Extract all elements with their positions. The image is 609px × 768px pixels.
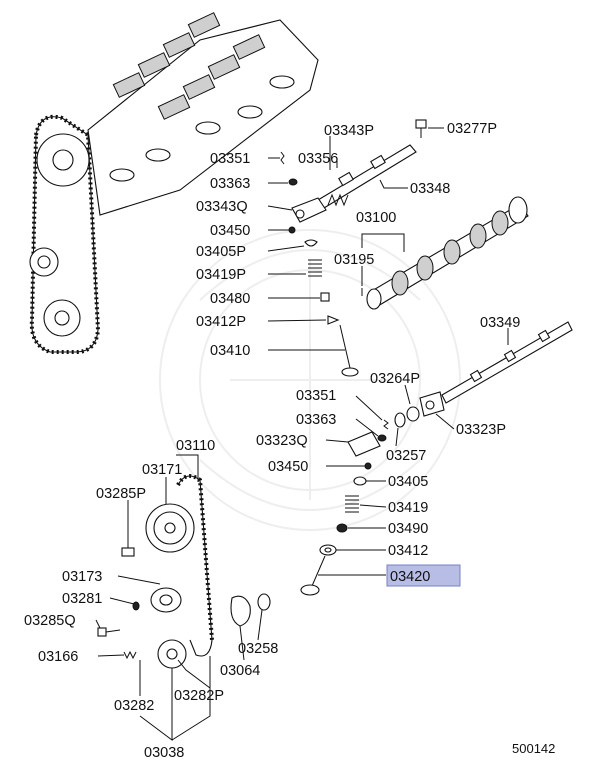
label-03419P: 03419P	[196, 267, 246, 283]
label-03410: 03410	[210, 343, 250, 359]
label-03171: 03171	[142, 462, 182, 478]
label-03343Q: 03343Q	[196, 199, 248, 215]
watermark-emblem	[159, 229, 461, 531]
label-03323P: 03323P	[456, 422, 506, 438]
label-03277P: 03277P	[447, 121, 497, 137]
label-03490: 03490	[388, 521, 428, 537]
label-03480: 03480	[210, 291, 250, 307]
label-03100: 03100	[356, 210, 396, 226]
label-03195: 03195	[334, 252, 374, 268]
label-03351-upper: 03351	[210, 151, 250, 167]
rocker-shaft-lower	[347, 321, 573, 470]
valve-parts-upper	[280, 151, 359, 377]
label-03343P: 03343P	[324, 123, 374, 139]
camshaft	[361, 196, 529, 310]
label-03450-lower: 03450	[268, 459, 308, 475]
label-03285P: 03285P	[96, 486, 146, 502]
label-03351-lower: 03351	[296, 388, 336, 404]
label-03282: 03282	[114, 698, 154, 714]
label-03363-upper: 03363	[210, 176, 250, 192]
cylinder-head-assembly	[29, 12, 319, 354]
part-labels: 03343P 03277P 03351 03356 03363 03348 03…	[24, 121, 555, 761]
label-03282P: 03282P	[174, 688, 224, 704]
leader-lines	[95, 127, 509, 741]
head-rocker-rows	[109, 12, 295, 182]
label-03110: 03110	[176, 438, 215, 454]
label-03356: 03356	[298, 151, 338, 167]
label-03348: 03348	[410, 181, 450, 197]
label-03258: 03258	[238, 641, 278, 657]
label-03412P: 03412P	[196, 314, 246, 330]
label-03064: 03064	[220, 663, 260, 679]
label-03323Q: 03323Q	[256, 433, 308, 449]
label-03450-upper: 03450	[210, 223, 250, 239]
label-03038: 03038	[144, 745, 184, 761]
timing-belt-assembly	[97, 474, 271, 669]
rocker-shaft-upper	[291, 119, 427, 223]
label-03281: 03281	[62, 591, 102, 607]
label-03420: 03420	[390, 569, 430, 585]
valve-parts-lower	[300, 476, 367, 596]
label-03349: 03349	[480, 315, 520, 331]
label-03285Q: 03285Q	[24, 613, 76, 629]
label-03412: 03412	[388, 543, 428, 559]
label-03363-lower: 03363	[296, 412, 336, 428]
label-03405: 03405	[388, 474, 428, 490]
label-03405P: 03405P	[196, 244, 246, 260]
label-03173: 03173	[62, 569, 102, 585]
highlight-box	[386, 564, 461, 587]
label-03166: 03166	[38, 649, 78, 665]
label-03419: 03419	[388, 500, 428, 516]
label-03264P: 03264P	[370, 371, 420, 387]
diagram-code: 500142	[512, 741, 555, 756]
label-03257: 03257	[386, 448, 426, 464]
